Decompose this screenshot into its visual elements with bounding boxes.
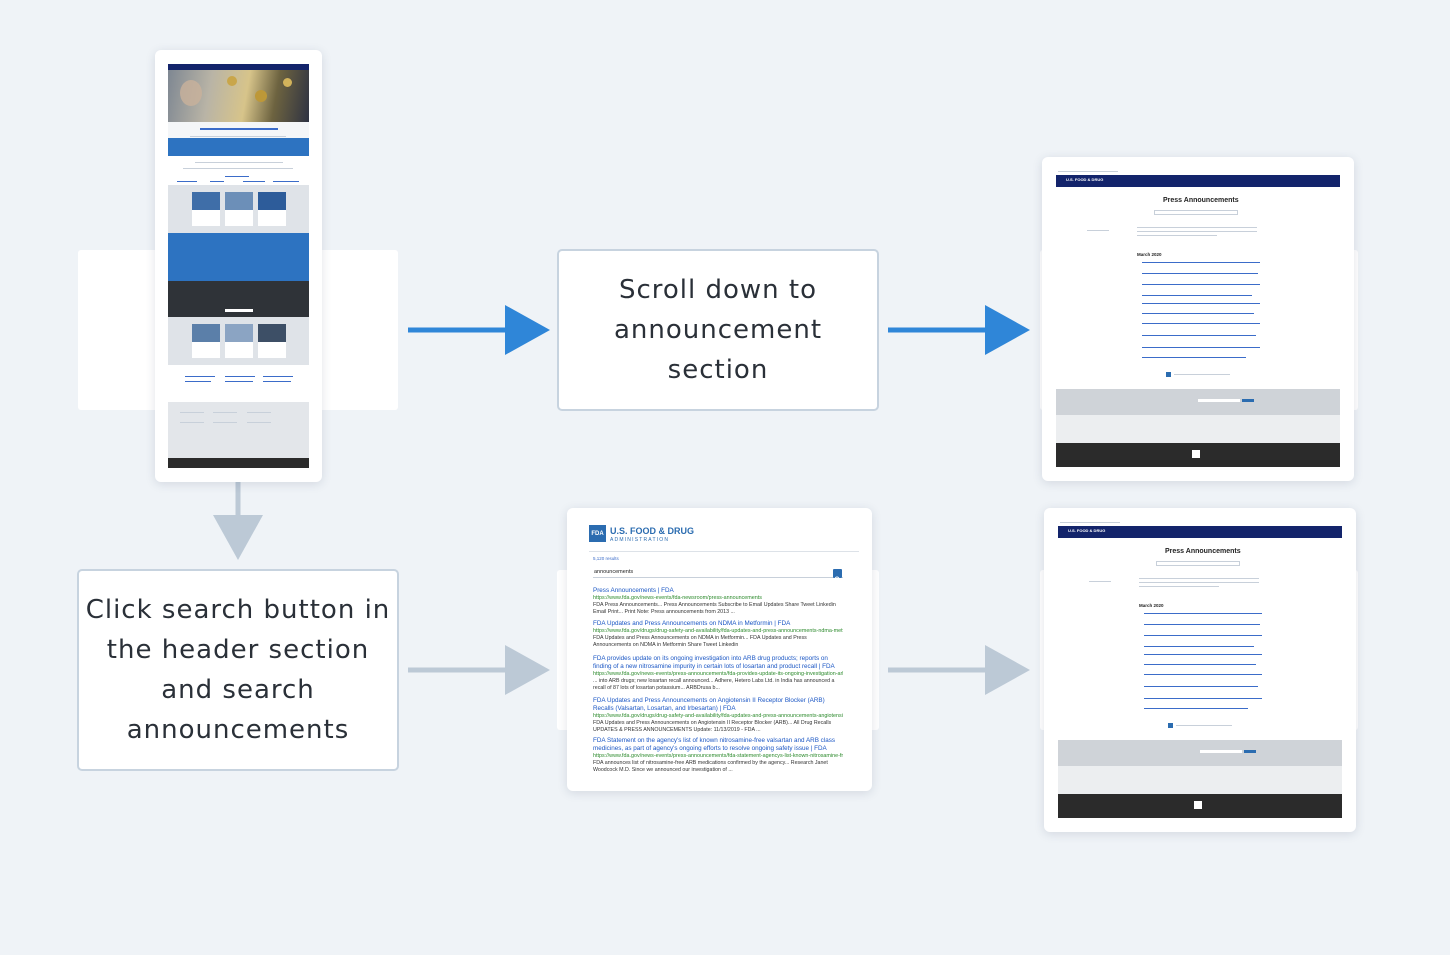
fda-logo-mark: FDA xyxy=(589,525,606,542)
press-month-bottom: March 2020 xyxy=(1139,603,1164,608)
press-page-title-bottom: Press Announcements xyxy=(1165,548,1241,555)
fda-logo-line1: U.S. FOOD & DRUG xyxy=(610,526,695,536)
step-scroll-text: Scroll down to announcement section xyxy=(613,275,823,385)
step-search-text: Click search button in the header sectio… xyxy=(85,595,391,745)
search-input[interactable]: announcements xyxy=(593,568,843,578)
step-scroll-box: Scroll down to announcement section xyxy=(557,249,879,411)
press-page-title: Press Announcements xyxy=(1163,197,1239,204)
result-count: 5,120 results xyxy=(593,556,619,561)
press-logo: U.S. FOOD & DRUG xyxy=(1066,177,1104,182)
search-result[interactable]: FDA Statement on the agency's list of kn… xyxy=(593,737,843,773)
search-query: announcements xyxy=(594,569,634,575)
search-result[interactable]: FDA Updates and Press Announcements on N… xyxy=(593,620,843,648)
search-result[interactable]: FDA Updates and Press Announcements on A… xyxy=(593,697,843,733)
search-result[interactable]: FDA provides update on its ongoing inves… xyxy=(593,655,843,691)
search-button[interactable] xyxy=(833,569,842,583)
search-results-thumbnail: FDA U.S. FOOD & DRUG ADMINISTRATION 5,12… xyxy=(567,508,872,791)
search-icon xyxy=(834,576,841,583)
fda-logo-line2: ADMINISTRATION xyxy=(610,537,670,543)
fda-homepage-thumbnail xyxy=(155,50,322,482)
step-search-box: Click search button in the header sectio… xyxy=(77,569,399,771)
press-month: March 2020 xyxy=(1137,252,1162,257)
press-logo-bottom: U.S. FOOD & DRUG xyxy=(1068,528,1106,533)
press-announcements-thumbnail-bottom: U.S. FOOD & DRUG Press Announcements Mar… xyxy=(1044,508,1356,832)
search-result[interactable]: Press Announcements | FDA https://www.fd… xyxy=(593,587,836,615)
fda-header-bar xyxy=(1056,175,1340,187)
press-announcements-thumbnail-top: U.S. FOOD & DRUG Press Announcements Mar… xyxy=(1042,157,1354,481)
